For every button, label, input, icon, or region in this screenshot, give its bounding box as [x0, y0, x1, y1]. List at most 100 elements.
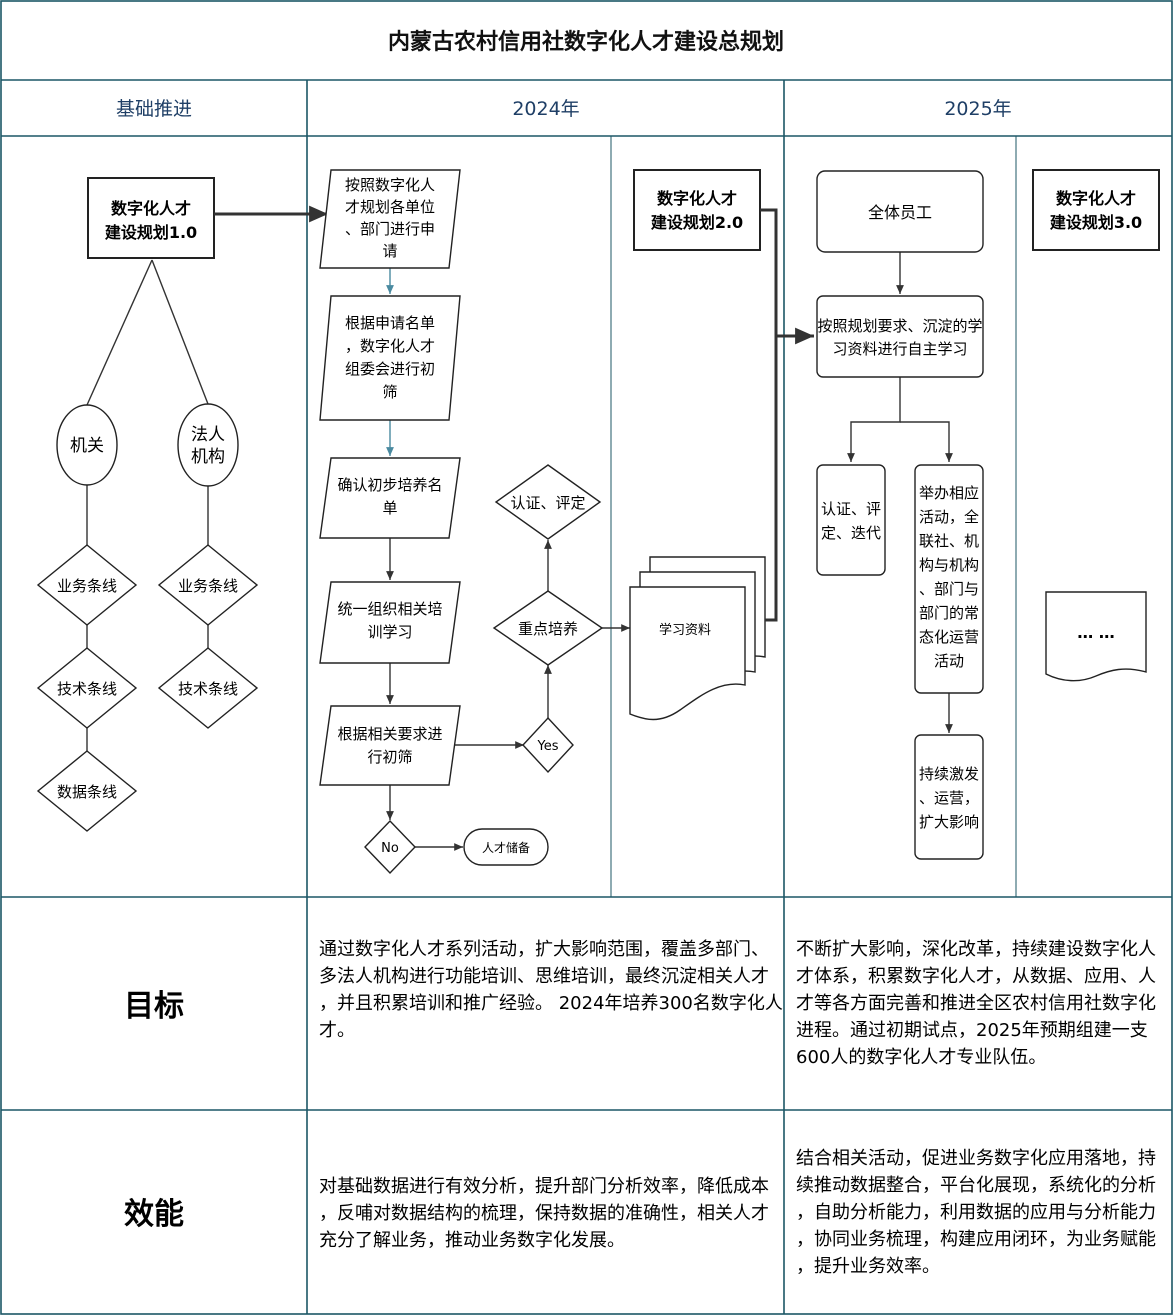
self-study-box — [816, 295, 984, 378]
step-apply-line4: 请 — [382, 242, 397, 260]
key-training — [492, 590, 604, 666]
sustain-line2: 、运营， — [919, 789, 979, 807]
plan-3-line2: 建设规划3.0 — [1050, 213, 1142, 232]
activities-line7: 态化运营 — [919, 628, 979, 646]
effect-2025-line4: ，协同业务梳理，构建应用闭环，为业务赋能 — [796, 1229, 1156, 1250]
sustain-line3: 扩大影响 — [919, 813, 979, 831]
step-apply-line2: 才规划各单位 — [345, 198, 435, 216]
cert-iterate-line2: 定、迭代 — [821, 524, 881, 542]
diamond-data-left-label: 数据条线 — [57, 783, 117, 801]
diamond-tech-right-label: 技术条线 — [178, 680, 238, 698]
effect-2025-text: 结合相关活动，促进业务数字化应用落地，持 续推动数据整合，平台化展现，系统化的分… — [796, 1148, 1156, 1277]
activities-line4: 构与机构 — [919, 556, 979, 574]
effect-label: 效能 — [124, 1197, 184, 1232]
goal-label: 目标 — [124, 989, 184, 1024]
activities-line3: 联社、机 — [919, 532, 979, 550]
goal-2024-line3: ，并且积累培训和推广经验。 2024年培养300名数字化人 — [319, 993, 783, 1014]
step-screen-line2: ，数字化人才 — [345, 337, 435, 355]
effect-2024-line2: ，反哺对数据结构的梳理，保持数据的准确性，相关人才 — [319, 1203, 769, 1224]
plan-2-line2: 建设规划2.0 — [651, 213, 743, 232]
goal-2024-text: 通过数字化人才系列活动，扩大影响范围，覆盖多部门、 多法人机构进行功能培训、思维… — [319, 939, 783, 1041]
diamond-tech-left — [36, 647, 138, 729]
step-prescreen-line2: 行初筛 — [367, 748, 412, 766]
plan-3-line1: 数字化人才 — [1056, 189, 1136, 208]
activities-line1: 举办相应 — [919, 484, 979, 502]
decision-yes-label: Yes — [537, 739, 559, 754]
diamond-business-right-label: 业务条线 — [178, 577, 238, 595]
plan-1-line2: 建设规划1.0 — [105, 223, 197, 242]
decision-no — [364, 819, 416, 875]
step-confirm-line2: 单 — [382, 499, 397, 517]
diamond-business-left-label: 业务条线 — [57, 577, 117, 595]
page-title: 内蒙古农村信用社数字化人才建设总规划 — [388, 29, 784, 55]
plan-1-line1: 数字化人才 — [111, 199, 191, 218]
plan-1-box — [87, 177, 215, 259]
cert-iterate-line1: 认证、评 — [821, 500, 881, 518]
circle-organ — [56, 404, 118, 486]
goal-2024-line2: 多法人机构进行功能培训、思维培训，最终沉淀相关人才 — [319, 966, 769, 987]
diamond-business-left — [36, 544, 138, 626]
header-2024: 2024年 — [512, 98, 579, 120]
goal-2025-line3: 才等各方面完善和推进全区农村信用社数字化 — [796, 993, 1156, 1014]
step-training-line2: 训学习 — [367, 623, 412, 641]
key-training-label: 重点培养 — [518, 620, 578, 638]
effect-2025-line3: ，自助分析能力，利用数据的应用与分析能力 — [796, 1202, 1156, 1223]
self-study-line1: 按照规划要求、沉淀的学 — [817, 317, 982, 335]
diamond-business-right — [157, 544, 259, 626]
connector-docs — [765, 336, 778, 622]
plan-3-box — [1032, 169, 1160, 251]
left-tree: 数字化人才 建设规划1.0 机关 法人 机构 业务条线 技术条线 数据条线 业务… — [36, 177, 259, 832]
step-confirm-line1: 确认初步培养名 — [337, 476, 442, 494]
decision-no-label: No — [381, 841, 399, 856]
activities-line8: 活动 — [934, 652, 964, 670]
talent-reserve — [463, 828, 549, 866]
all-staff-label: 全体员工 — [868, 203, 932, 222]
plan-2-box — [633, 169, 761, 251]
step-apply-line3: 、部门进行申 — [345, 220, 435, 238]
activities-box — [914, 464, 984, 694]
header-2025: 2025年 — [944, 98, 1011, 120]
circle-legal-line2: 机构 — [191, 447, 225, 467]
effect-2025-line5: ，提升业务效率。 — [796, 1256, 940, 1277]
step-prescreen-line1: 根据相关要求进 — [337, 725, 442, 743]
diamond-data-left — [36, 750, 138, 832]
talent-reserve-label: 人才储备 — [482, 840, 530, 855]
sustain-line1: 持续激发 — [919, 765, 979, 783]
step-training — [319, 581, 461, 664]
goal-2025-text: 不断扩大影响，深化改革，持续建设数字化人 才体系，积累数字化人才，从数据、应用、… — [796, 939, 1156, 1068]
effect-2025-line1: 结合相关活动，促进业务数字化应用落地，持 — [796, 1148, 1156, 1169]
more-document — [1045, 591, 1147, 682]
step-apply-line1: 按照数字化人 — [345, 176, 435, 194]
goal-2025-line2: 才体系，积累数字化人才，从数据、应用、人 — [796, 966, 1156, 987]
all-staff-box — [816, 170, 984, 253]
goal-2024-line4: 才。 — [319, 1020, 355, 1041]
cert-iterate-box — [816, 464, 886, 576]
certification-2024 — [494, 464, 602, 540]
goal-2025-line4: 进程。通过初期试点，2025年预期组建一支 — [796, 1020, 1148, 1041]
effect-2024-line3: 充分了解业务，推动业务数字化发展。 — [319, 1230, 625, 1251]
step-prescreen — [319, 705, 461, 786]
header-foundation: 基础推进 — [116, 98, 192, 120]
step-screen-line3: 组委会进行初 — [345, 360, 435, 378]
activities-line2: 活动，全 — [919, 508, 979, 526]
step-screen-line4: 筛 — [382, 383, 397, 401]
sustain-box — [914, 734, 984, 860]
goal-2025-line1: 不断扩大影响，深化改革，持续建设数字化人 — [796, 939, 1156, 960]
circle-legal — [177, 403, 239, 487]
effect-2024-line1: 对基础数据进行有效分析，提升部门分析效率，降低成本 — [319, 1176, 769, 1197]
effect-2024-text: 对基础数据进行有效分析，提升部门分析效率，降低成本 ，反哺对数据结构的梳理，保持… — [319, 1176, 769, 1251]
activities-line6: 部门的常 — [919, 604, 979, 622]
step-apply — [319, 169, 461, 269]
step-training-line1: 统一组织相关培 — [337, 600, 442, 618]
more-document-label: … … — [1077, 623, 1115, 642]
flow-2025: 全体员工 按照规划要求、沉淀的学 习资料进行自主学习 认证、评 定、迭代 举办相… — [816, 169, 1160, 860]
diamond-tech-left-label: 技术条线 — [57, 680, 117, 698]
self-study-line2: 习资料进行自主学习 — [832, 340, 967, 358]
goal-2024-line1: 通过数字化人才系列活动，扩大影响范围，覆盖多部门、 — [319, 939, 769, 960]
effect-2025-line2: 续推动数据整合，平台化展现，系统化的分析 — [796, 1175, 1156, 1196]
decision-yes — [522, 716, 574, 774]
step-screen — [319, 295, 461, 421]
study-materials-label: 学习资料 — [659, 622, 711, 638]
study-materials: 学习资料 — [629, 556, 766, 721]
